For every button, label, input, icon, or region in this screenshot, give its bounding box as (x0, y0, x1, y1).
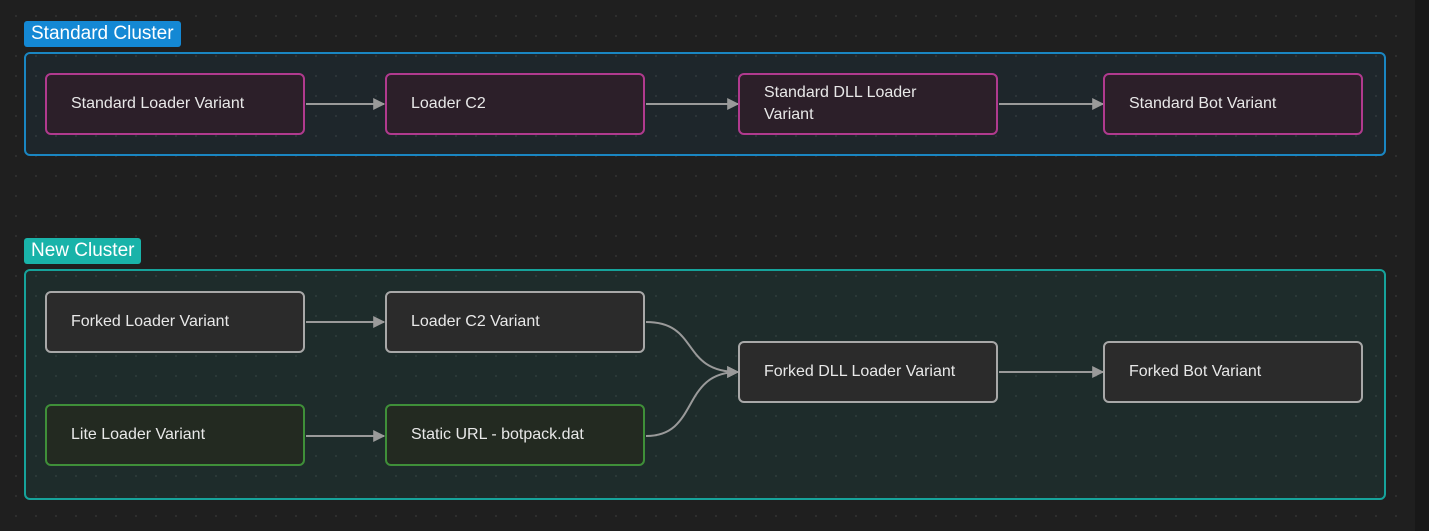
node-label: Loader C2 (411, 95, 486, 112)
node-standard-loader-variant[interactable]: Standard Loader Variant (45, 73, 305, 135)
node-loader-c2-variant[interactable]: Loader C2 Variant (385, 291, 645, 353)
node-standard-bot-variant[interactable]: Standard Bot Variant (1103, 73, 1363, 135)
node-label: Forked Bot Variant (1129, 363, 1262, 380)
node-label: Static URL - botpack.dat (411, 426, 584, 443)
node-label: Standard DLL Loader Variant (764, 84, 917, 123)
standard-cluster-label[interactable]: Standard Cluster (24, 21, 181, 47)
node-forked-bot-variant[interactable]: Forked Bot Variant (1103, 341, 1363, 403)
new-cluster-label[interactable]: New Cluster (24, 238, 142, 264)
node-label: Lite Loader Variant (71, 426, 206, 443)
node-label: Standard Bot Variant (1129, 95, 1277, 112)
node-label: Forked DLL Loader Variant (764, 363, 956, 380)
canvas-edge-strip (1415, 0, 1429, 531)
node-static-url-botpack[interactable]: Static URL - botpack.dat (385, 404, 645, 466)
node-label: Forked Loader Variant (71, 313, 230, 330)
node-standard-dll-loader-variant[interactable]: Standard DLL Loader Variant (738, 73, 998, 135)
node-forked-loader-variant[interactable]: Forked Loader Variant (45, 291, 305, 353)
node-loader-c2[interactable]: Loader C2 (385, 73, 645, 135)
node-label: Standard Loader Variant (71, 95, 245, 112)
node-forked-dll-loader-variant[interactable]: Forked DLL Loader Variant (738, 341, 998, 403)
node-label: Loader C2 Variant (411, 313, 540, 330)
node-lite-loader-variant[interactable]: Lite Loader Variant (45, 404, 305, 466)
